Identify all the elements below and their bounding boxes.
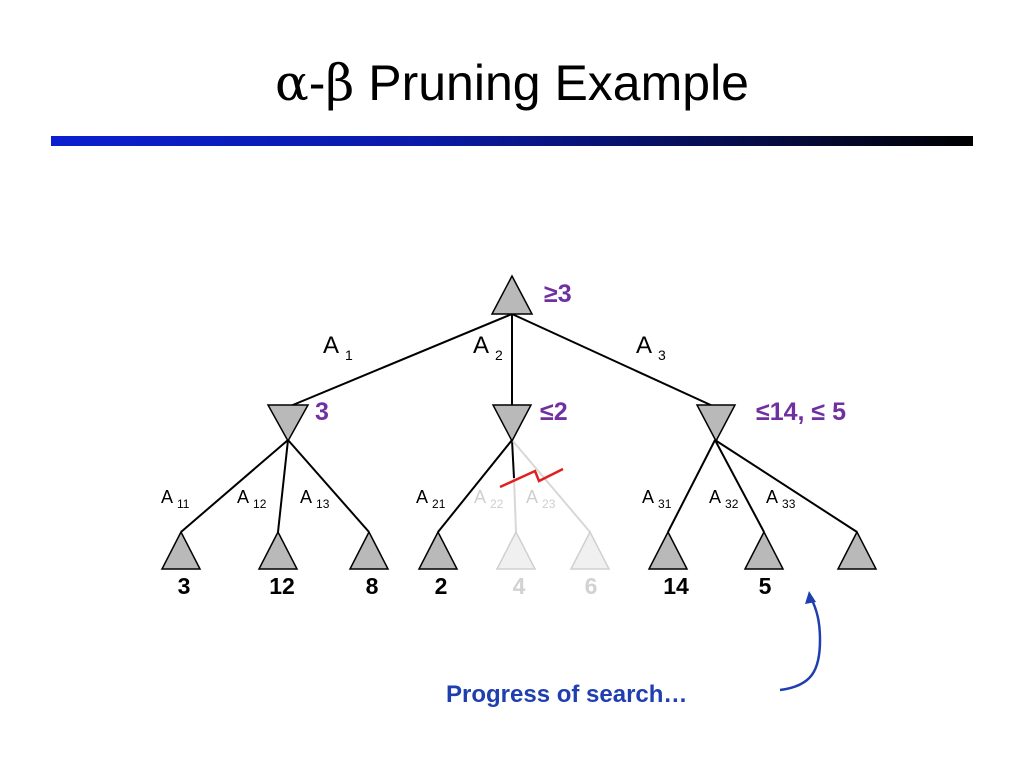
edge-a33 [714,439,858,533]
min-node-2 [491,404,533,443]
leaf-value: 12 [269,573,295,599]
edge-a21 [437,439,513,533]
leaf-node [257,530,299,570]
leaf-value-pruned: 6 [585,573,598,599]
leaf-node [743,530,785,570]
edge-a23 [511,439,591,533]
leaf-node [836,530,878,570]
leaf-node-pruned [495,530,537,570]
leaf-node [348,530,390,570]
edge-a1 [287,313,513,408]
title-alpha: α [275,54,309,112]
prune-cut-mark [499,467,564,489]
edge-a11 [180,439,289,533]
leaf-value-pruned: 4 [513,573,526,599]
leaf-value: 3 [178,573,191,599]
edge-a3 [511,313,716,408]
progress-arrow [779,597,822,692]
min-node-2-bound: ≤2 [540,398,568,426]
title-text: Pruning Example [354,55,749,111]
leaf-node [417,530,459,570]
leaf-node [647,530,689,570]
title-beta: β [325,54,355,112]
leaf-value: 14 [663,573,689,599]
title-dash: - [308,55,326,111]
slide-title: α-β Pruning Example [0,58,1024,108]
min-node-3-bound: ≤14, ≤ 5 [756,398,846,426]
leaf-value: 5 [759,573,772,599]
root-node [490,274,534,315]
edge-a12 [277,439,289,533]
edge-a13 [287,439,370,533]
leaf-value: 2 [435,573,448,599]
edge-a32 [714,439,765,533]
edge-a22-top [511,439,515,479]
min-node-1-bound: 3 [315,398,329,426]
edge-a22 [513,477,517,533]
leaf-node [160,530,202,570]
root-bound: ≥3 [544,280,572,308]
leaf-node-pruned [569,530,611,570]
title-underline [51,136,973,146]
leaf-value: 8 [366,573,379,599]
min-node-3 [695,404,737,443]
min-node-1 [266,404,310,443]
progress-label: Progress of search… [446,681,687,708]
edge-a31 [667,439,716,533]
progress-arrowhead [805,591,816,604]
